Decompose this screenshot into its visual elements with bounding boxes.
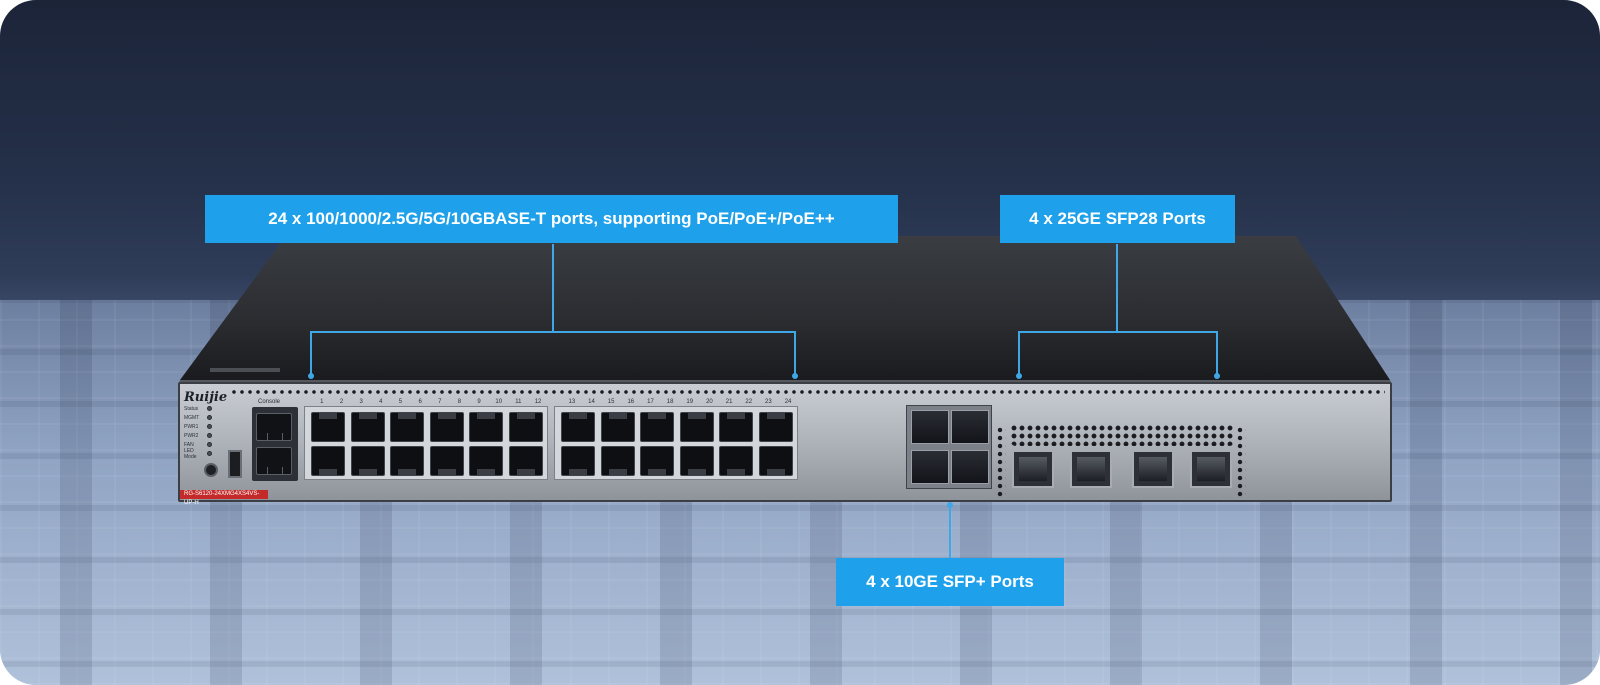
led-pwr2: PWR2 — [184, 431, 212, 440]
port-numbers-right: 13 14 15 16 17 18 19 20 21 22 23 24 — [562, 399, 798, 407]
leader-dot — [792, 373, 798, 379]
top-vent-row — [230, 388, 1385, 396]
led-panel: Status MGMT PWR1 PWR2 FAN LED Mode — [184, 404, 212, 464]
rj45-port[interactable] — [508, 446, 543, 476]
rj45-port-block-right — [554, 406, 798, 480]
led-mgmt: MGMT — [184, 413, 212, 422]
rj45-port[interactable] — [561, 412, 595, 442]
sfp-plus-port[interactable] — [951, 410, 989, 444]
port-number: 17 — [647, 399, 654, 405]
rj45-port[interactable] — [311, 412, 345, 442]
port-number: 20 — [706, 399, 713, 405]
port-number: 18 — [666, 399, 674, 405]
led-fan: FAN — [184, 440, 212, 449]
port-number: 6 — [418, 399, 422, 405]
rj45-port[interactable] — [429, 412, 464, 442]
led-pwr1: PWR1 — [184, 422, 212, 431]
leader-dot — [308, 373, 314, 379]
port-number: 13 — [568, 399, 576, 405]
port-number: 5 — [398, 399, 403, 405]
rj45-port[interactable] — [508, 412, 543, 442]
sfp28-leader-stem — [1116, 244, 1118, 332]
sfp28-leader-bar — [1018, 331, 1218, 333]
port-number: 4 — [379, 399, 383, 405]
port-number: 22 — [745, 399, 753, 405]
port-number: 23 — [765, 399, 772, 405]
rj45-port[interactable] — [640, 412, 674, 442]
rj45-port-block-left — [304, 406, 548, 480]
port-number: 2 — [339, 399, 344, 405]
rj45-port[interactable] — [350, 412, 385, 442]
rj45-port[interactable] — [719, 412, 753, 442]
sfp-plus-port[interactable] — [911, 410, 949, 444]
port-number: 1 — [320, 399, 324, 405]
leader-dot — [1214, 373, 1220, 379]
led-icon — [207, 442, 212, 447]
console-label: Console — [258, 399, 281, 405]
rj45-port[interactable] — [469, 446, 503, 476]
sfp-plus-leader-stem — [949, 506, 951, 560]
port-number: 11 — [515, 399, 522, 405]
sfp-plus-port[interactable] — [911, 450, 949, 484]
port-number: 10 — [495, 399, 503, 405]
sfp28-vent — [1010, 424, 1235, 446]
rj45-port[interactable] — [640, 446, 674, 476]
sfp28-port[interactable] — [1132, 450, 1174, 488]
led-icon — [207, 406, 212, 411]
usb-port[interactable] — [228, 450, 242, 478]
sfp28-ports-callout: 4 x 25GE SFP28 Ports — [1000, 195, 1235, 243]
port-number: 12 — [534, 399, 542, 405]
rj45-port[interactable] — [390, 446, 424, 476]
port-number: 9 — [477, 399, 481, 405]
port-number: 7 — [438, 399, 442, 405]
sfp28-port[interactable] — [1012, 450, 1054, 488]
led-mode-button[interactable] — [204, 463, 218, 477]
sfp-plus-ports-callout: 4 x 10GE SFP+ Ports — [836, 558, 1064, 606]
rj45-port[interactable] — [679, 412, 714, 442]
port-number: 16 — [627, 399, 635, 405]
sfp28-port[interactable] — [1190, 450, 1232, 488]
rj45-port[interactable] — [758, 412, 793, 442]
port-number: 21 — [725, 399, 733, 405]
rj45-port[interactable] — [469, 412, 503, 442]
port-number: 15 — [607, 399, 615, 405]
rj45-port[interactable] — [561, 446, 595, 476]
console-port[interactable] — [256, 413, 292, 441]
rj45-port[interactable] — [679, 446, 714, 476]
port-number: 3 — [359, 399, 363, 405]
rj45-ports-callout: 24 x 100/1000/2.5G/5G/10GBASE-T ports, s… — [205, 195, 898, 243]
led-icon — [207, 415, 212, 420]
brand-logo: Ruijie — [184, 390, 228, 405]
rj45-port[interactable] — [600, 446, 635, 476]
rj45-leader-stem — [552, 244, 554, 332]
mgmt-port[interactable] — [256, 447, 292, 475]
led-mode: LED Mode — [184, 448, 212, 460]
rj45-leader-bar — [310, 331, 796, 333]
sfp28-port[interactable] — [1070, 450, 1112, 488]
console-mgmt-ports — [252, 407, 298, 481]
led-status: Status — [184, 404, 212, 413]
rj45-port[interactable] — [600, 412, 635, 442]
led-icon — [207, 424, 212, 429]
rj45-port[interactable] — [429, 446, 464, 476]
port-number: 24 — [784, 399, 792, 405]
rj45-port[interactable] — [390, 412, 424, 442]
model-label: RG-S6120-24XMG4XS4VS-UP-H — [180, 490, 268, 506]
sfp-plus-port[interactable] — [951, 450, 989, 484]
port-number: 14 — [588, 399, 595, 405]
led-icon — [207, 433, 212, 438]
port-number: 8 — [457, 399, 462, 405]
rj45-port[interactable] — [311, 446, 345, 476]
leader-dot — [1016, 373, 1022, 379]
led-icon — [207, 451, 212, 456]
rj45-port[interactable] — [350, 446, 385, 476]
sfp-plus-cage — [906, 405, 992, 489]
leader-dot — [947, 502, 953, 508]
rj45-port[interactable] — [719, 446, 753, 476]
port-number: 19 — [686, 399, 694, 405]
rj45-port[interactable] — [758, 446, 793, 476]
